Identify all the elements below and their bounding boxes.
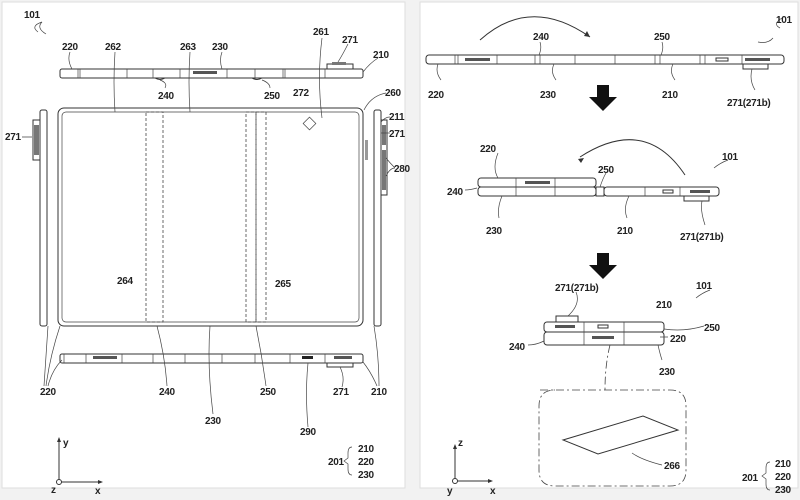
leader-lines-right <box>436 17 783 466</box>
reference-numeral: 230 <box>358 470 375 481</box>
reference-numeral: 250 <box>704 323 721 334</box>
fully-folded-edge-view <box>538 315 687 487</box>
reference-numeral: 260 <box>385 88 402 99</box>
reference-numeral: 262 <box>105 42 122 53</box>
reference-numeral: y <box>63 438 69 449</box>
reference-numeral: 201 <box>328 457 345 468</box>
reference-numeral: 290 <box>300 427 317 438</box>
reference-numeral: z <box>51 485 56 496</box>
reference-numeral: 220 <box>775 472 792 483</box>
left-side-view <box>32 109 48 327</box>
reference-numeral: 261 <box>313 27 330 38</box>
reference-numeral: 263 <box>180 42 197 53</box>
reference-numeral: x <box>490 486 496 497</box>
leader-lines-left <box>22 21 396 428</box>
half-folded-edge-view <box>477 139 720 202</box>
reference-numeral: 210 <box>358 444 375 455</box>
display-panel-266 <box>561 415 680 455</box>
reference-numeral: 230 <box>540 90 557 101</box>
reference-numeral: 201 <box>742 473 759 484</box>
unfolded-edge-view <box>425 16 785 70</box>
right-reference-labels: 101 240 250 220 230 210 271(271b) 220 25… <box>428 15 793 496</box>
reference-numeral: 240 <box>447 187 464 198</box>
reference-numeral: y <box>447 486 453 497</box>
reference-numeral: x <box>95 486 101 497</box>
reference-numeral: 250 <box>654 32 671 43</box>
left-reference-labels: 101 220 262 263 230 261 271 210 240 250 … <box>5 10 411 481</box>
reference-numeral: z <box>458 438 463 449</box>
reference-numeral: 210 <box>662 90 679 101</box>
reference-numeral: 220 <box>480 144 497 155</box>
reference-numeral: 264 <box>117 276 134 287</box>
reference-numeral: 211 <box>389 112 405 123</box>
reference-numeral: 210 <box>656 300 673 311</box>
reference-numeral: 210 <box>371 387 388 398</box>
reference-numeral: 272 <box>293 88 310 99</box>
reference-numeral: 101 <box>24 10 41 21</box>
reference-numeral: 210 <box>373 50 390 61</box>
reference-numeral: 101 <box>696 281 713 292</box>
reference-numeral: 101 <box>722 152 739 163</box>
reference-numeral: 271 <box>5 132 22 143</box>
axis-indicator-left: y x z <box>51 437 103 497</box>
reference-numeral: 271 <box>389 129 406 140</box>
bottom-edge-view <box>59 353 364 368</box>
down-arrow-icon <box>589 85 617 111</box>
reference-numeral: 271(271b) <box>680 232 723 243</box>
reference-numeral: 230 <box>212 42 229 53</box>
reference-numeral: 240 <box>533 32 550 43</box>
reference-numeral: 240 <box>509 342 526 353</box>
reference-numeral: 230 <box>659 367 676 378</box>
reference-numeral: 101 <box>776 15 793 26</box>
reference-numeral: 240 <box>159 387 176 398</box>
reference-numeral: 220 <box>428 90 445 101</box>
reference-numeral: 230 <box>486 226 503 237</box>
reference-numeral: 250 <box>260 387 277 398</box>
reference-numeral: 265 <box>275 279 292 290</box>
step-arrows <box>589 85 617 279</box>
reference-numeral: 220 <box>62 42 79 53</box>
reference-numeral: 210 <box>775 459 792 470</box>
right-panel <box>419 1 799 489</box>
reference-numeral: 271(271b) <box>727 98 770 109</box>
reference-numeral: 250 <box>264 91 281 102</box>
reference-numeral: 220 <box>358 457 375 468</box>
top-edge-view <box>59 62 364 80</box>
reference-numeral: 271 <box>333 387 350 398</box>
reference-numeral: 250 <box>598 165 615 176</box>
reference-numeral: 230 <box>205 416 222 427</box>
reference-numeral: 220 <box>670 334 687 345</box>
reference-numeral: 271(271b) <box>555 283 598 294</box>
reference-numeral: 220 <box>40 387 57 398</box>
reference-numeral: 230 <box>775 485 792 496</box>
reference-numeral: 271 <box>342 35 359 46</box>
down-arrow-icon <box>589 253 617 279</box>
flat-display-front-view <box>57 107 364 327</box>
axis-indicator-right: z x y <box>447 438 496 497</box>
reference-numeral: 266 <box>664 461 681 472</box>
right-side-view <box>365 109 388 327</box>
reference-numeral: 280 <box>394 164 411 175</box>
reference-numeral: 210 <box>617 226 634 237</box>
reference-numeral: 240 <box>158 91 175 102</box>
